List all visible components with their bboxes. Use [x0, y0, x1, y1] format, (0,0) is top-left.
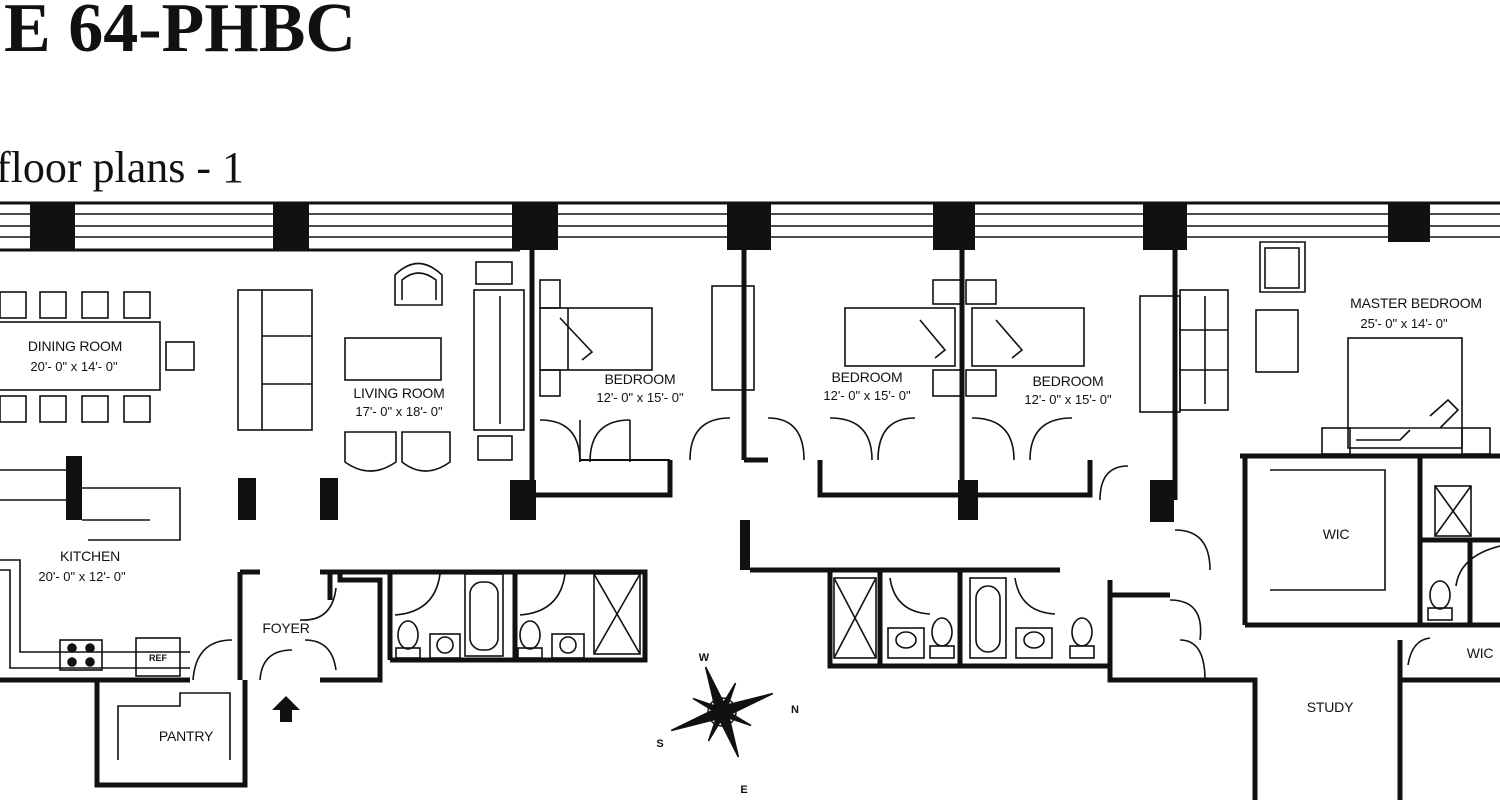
compass-s-label: S [656, 738, 663, 750]
compass-n-label: N [791, 704, 799, 716]
pantry-label: PANTRY [159, 728, 214, 744]
wic-1-label: WIC [1323, 526, 1350, 542]
compass-rose-icon [670, 666, 774, 758]
bedroom-1-dims: 12'- 0" x 15'- 0" [596, 390, 684, 405]
compass-w-label: W [699, 652, 710, 664]
page-title: E 64-PHBC [4, 0, 356, 67]
bedroom-1-label: BEDROOM [605, 371, 676, 387]
dining-room-label: DINING ROOM [28, 338, 122, 354]
kitchen-label: KITCHEN [60, 548, 120, 564]
bedroom-3-dims: 12'- 0" x 15'- 0" [1024, 392, 1112, 407]
fixtures [0, 241, 1500, 760]
foyer-label: FOYER [262, 620, 309, 636]
wic-2-label: WIC [1467, 645, 1494, 661]
columns [30, 202, 1430, 570]
bedroom-3-label: BEDROOM [1033, 373, 1104, 389]
study-label: STUDY [1307, 699, 1354, 715]
living-room-dims: 17'- 0" x 18'- 0" [355, 404, 443, 419]
dining-room-dims: 20'- 0" x 14'- 0" [30, 359, 118, 374]
bedroom-2-dims: 12'- 0" x 15'- 0" [823, 388, 911, 403]
master-bedroom-dims: 25'- 0" x 14'- 0" [1360, 316, 1448, 331]
bedroom-2-label: BEDROOM [832, 369, 903, 385]
room-labels: DINING ROOM 20'- 0" x 14'- 0" LIVING ROO… [28, 295, 1494, 796]
compass-e-label: E [740, 784, 747, 796]
kitchen-dims: 20'- 0" x 12'- 0" [38, 569, 126, 584]
page-subtitle: floor plans - 1 [0, 143, 245, 192]
walls [0, 250, 1500, 800]
entry-arrow-icon [272, 696, 300, 722]
living-room-label: LIVING ROOM [353, 385, 444, 401]
master-bedroom-label: MASTER BEDROOM [1350, 295, 1482, 311]
ref-label: REF [149, 653, 168, 663]
